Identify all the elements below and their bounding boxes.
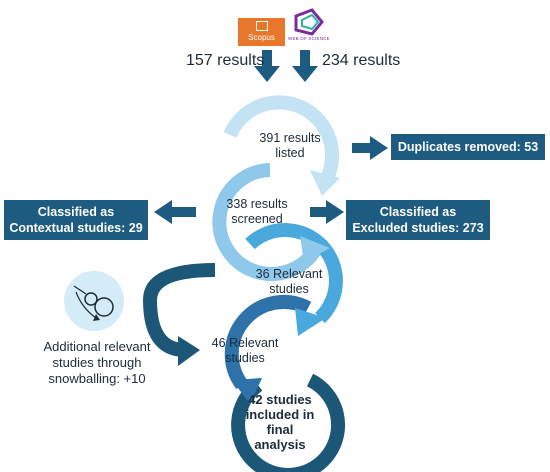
snowball-label: Additional relevant studies through snow… — [43, 339, 151, 386]
excluded-box: Classified as Excluded studies: 273 — [346, 200, 490, 240]
step-ring-5 — [231, 373, 346, 472]
snowball-arrowhead — [178, 336, 200, 366]
ring-1-arrowhead — [310, 170, 340, 196]
wos-results: 234 results — [322, 52, 401, 69]
step-5-label: 42 studies included in final analysis — [245, 392, 315, 452]
step-2-label: 338 results screened — [226, 197, 288, 226]
ring-2-arrowhead — [300, 236, 330, 262]
ring-4-arrowhead — [232, 378, 262, 404]
scopus-mark — [255, 21, 268, 31]
scopus-down-arrow — [254, 50, 280, 82]
snowball-icon — [64, 271, 124, 331]
excluded-arrow — [310, 200, 344, 224]
web-of-science-logo — [294, 8, 324, 36]
scopus-logo-text: Scopus — [248, 33, 275, 42]
scopus-logo: Scopus — [238, 18, 285, 46]
contextual-arrow — [154, 200, 196, 224]
scopus-results: 157 results — [186, 52, 265, 69]
step-ring-4 — [224, 295, 312, 390]
step-1-label: 391 results listed — [259, 131, 321, 160]
snowball-arrow — [142, 263, 216, 357]
step-4-label: 46 Relevant studies — [211, 336, 279, 365]
step-ring-2 — [212, 163, 325, 281]
step-3-label: 36 Relevant studies — [255, 267, 323, 296]
ring-3-arrowhead — [295, 308, 326, 336]
step-ring-1 — [223, 95, 340, 179]
contextual-box: Classified as Contextual studies: 29 — [4, 200, 148, 240]
duplicates-arrow — [352, 136, 388, 160]
wos-down-arrow — [292, 50, 318, 82]
wos-logo-text: WEB OF SCIENCE — [288, 36, 330, 41]
duplicates-box: Duplicates removed: 53 — [391, 134, 545, 160]
